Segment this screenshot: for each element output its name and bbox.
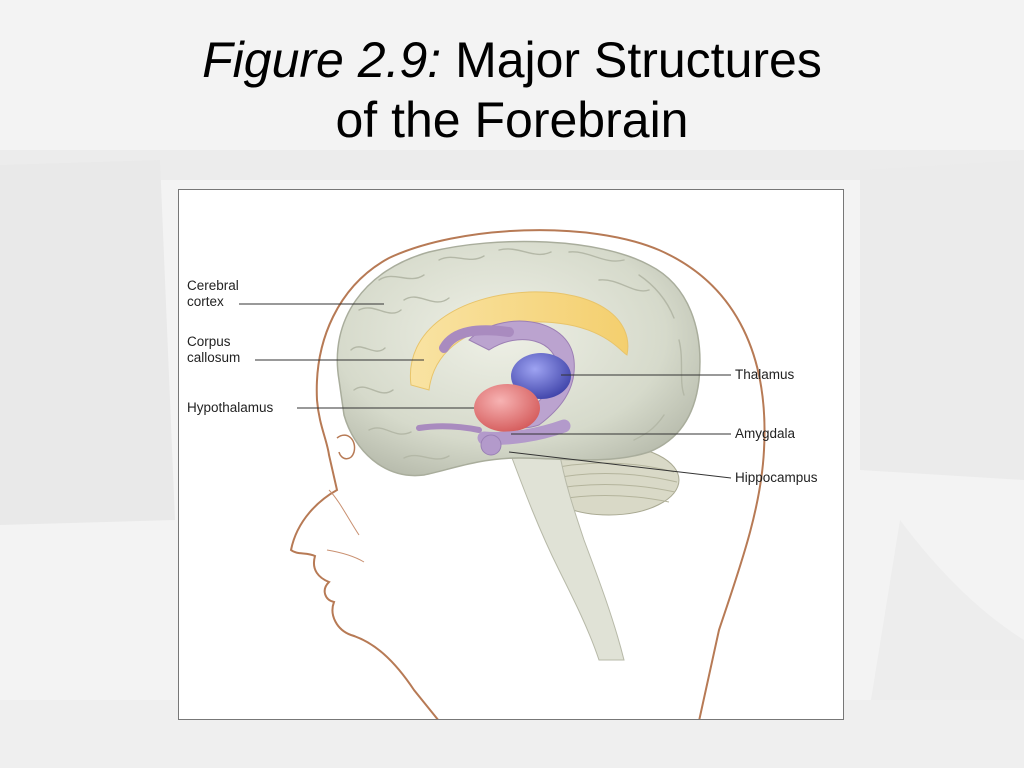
label-amygdala: Amygdala — [735, 426, 796, 441]
limbic-arch — [439, 325, 514, 353]
title-line-1: Major Structures — [455, 32, 822, 88]
head-outline — [289, 229, 766, 719]
amygdala — [480, 434, 502, 456]
label-thalamus: Thalamus — [735, 367, 795, 382]
forebrain-illustration — [239, 229, 766, 719]
label-hypothalamus: Hypothalamus — [187, 400, 274, 415]
ear-outline — [336, 434, 356, 460]
figure-label: Figure 2.9: — [202, 32, 442, 88]
leader-lines — [239, 303, 732, 479]
thalamus — [511, 353, 571, 399]
page-title: Figure 2.9: Major Structures of the Fore… — [0, 30, 1024, 150]
brainstem — [508, 449, 625, 661]
forebrain-diagram-panel: Cerebral cortex Corpus callosum Hypothal… — [178, 189, 844, 720]
label-hippocampus: Hippocampus — [735, 470, 818, 485]
hypothalamus — [474, 384, 540, 432]
title-line-2: of the Forebrain — [335, 92, 689, 148]
label-corpus-callosum: Corpus callosum — [187, 334, 241, 365]
label-cerebral-cortex: Cerebral cortex — [187, 278, 239, 309]
